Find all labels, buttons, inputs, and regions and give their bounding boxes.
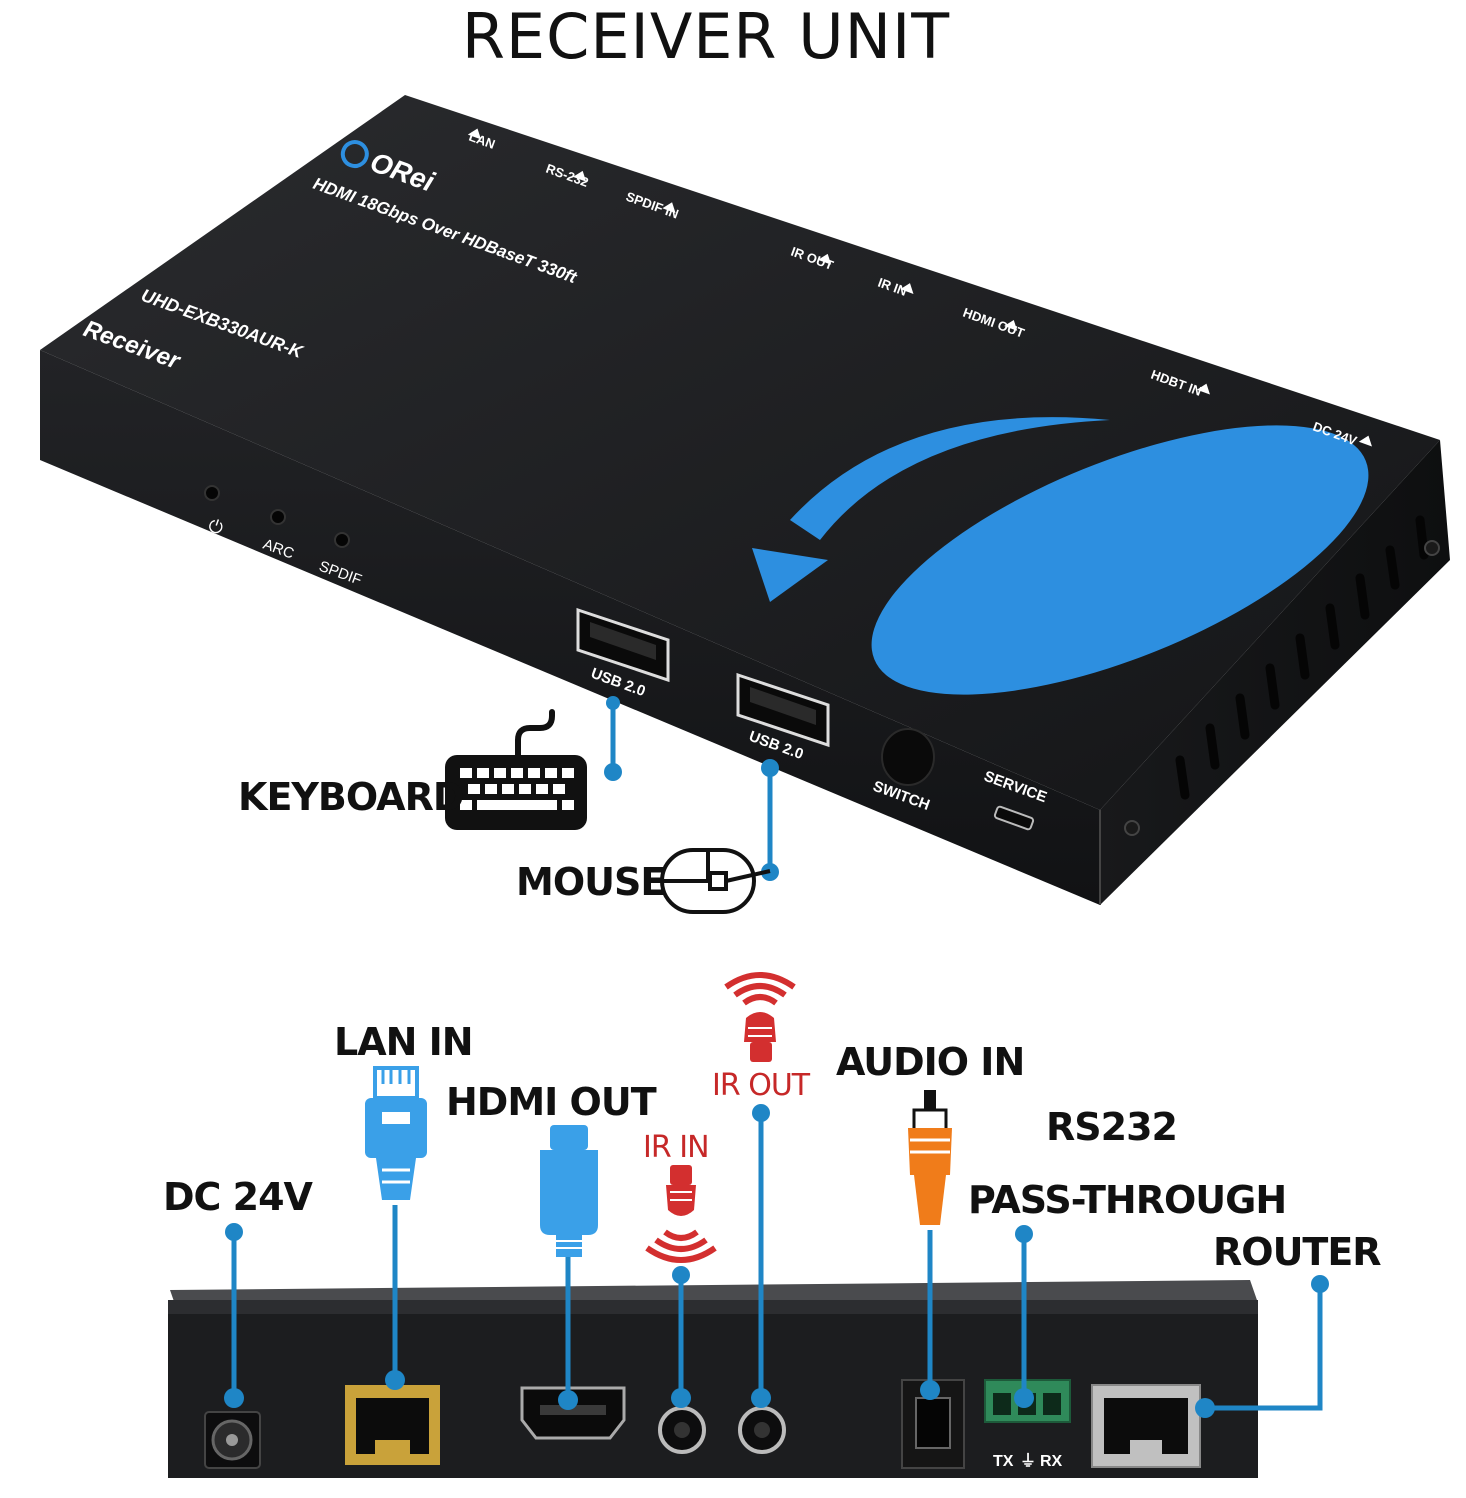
side-vents — [1175, 515, 1429, 800]
callout-ir-out: IR OUT — [712, 1068, 810, 1103]
screw — [1424, 540, 1440, 556]
service-micro-usb-port[interactable] — [993, 805, 1035, 831]
hdmi-out-port[interactable] — [520, 1386, 626, 1440]
callout-mouse: MOUSE — [516, 860, 666, 904]
mouse-icon — [660, 848, 771, 914]
callout-lan-in: LAN IN — [334, 1020, 474, 1064]
keyboard-icon — [445, 709, 587, 830]
callout-router: ROUTER — [1213, 1230, 1382, 1274]
device-front-face — [40, 350, 1100, 905]
ethernet-plug-icon — [365, 1066, 427, 1200]
receiver-device-top-view: LAN RS-232 SPDIF IN IR OUT IR IN HDMI OU… — [40, 95, 1450, 905]
brand-arrow-head — [752, 548, 828, 602]
callout-rs232: RS232 — [1046, 1105, 1178, 1149]
bottom-callout-lines — [231, 1115, 1323, 1411]
callout-keyboard: KEYBOARD — [238, 775, 464, 819]
screw — [1124, 820, 1140, 836]
rs232-gnd-label: ⏚ — [1020, 1452, 1036, 1470]
hdbt-in-port[interactable] — [1091, 1384, 1201, 1468]
page-title: RECEIVER UNIT — [461, 0, 951, 73]
ir-receiver-icon — [645, 1165, 717, 1263]
callout-pass-through: PASS-THROUGH — [968, 1178, 1287, 1222]
ir-out-jack[interactable] — [738, 1406, 786, 1454]
rs232-tx-label: TX — [993, 1453, 1014, 1470]
switch-button[interactable] — [881, 728, 935, 786]
top-callout-lines — [610, 700, 773, 870]
hdmi-plug-icon — [540, 1125, 598, 1257]
brand-logo-icon — [340, 140, 369, 169]
callout-audio-in: AUDIO IN — [836, 1040, 1025, 1084]
usb-port-2[interactable] — [736, 672, 830, 748]
dc-24v-jack[interactable] — [204, 1411, 261, 1469]
rca-plug-icon — [908, 1090, 952, 1225]
callout-ir-in: IR IN — [643, 1130, 710, 1165]
power-led-label: ⏻ — [206, 515, 226, 539]
brand-arrow-graphic — [790, 417, 1110, 540]
front-leds — [204, 485, 350, 548]
ir-in-jack[interactable] — [658, 1406, 706, 1454]
callout-dc-24v: DC 24V — [163, 1175, 313, 1219]
brand-oval-graphic — [871, 425, 1369, 695]
usb-port-1[interactable] — [576, 607, 670, 683]
callout-hdmi-out: HDMI OUT — [446, 1080, 657, 1124]
lan-in-port[interactable] — [345, 1385, 440, 1465]
ir-emitter-icon — [724, 972, 796, 1062]
rs232-rx-label: RX — [1040, 1453, 1063, 1470]
